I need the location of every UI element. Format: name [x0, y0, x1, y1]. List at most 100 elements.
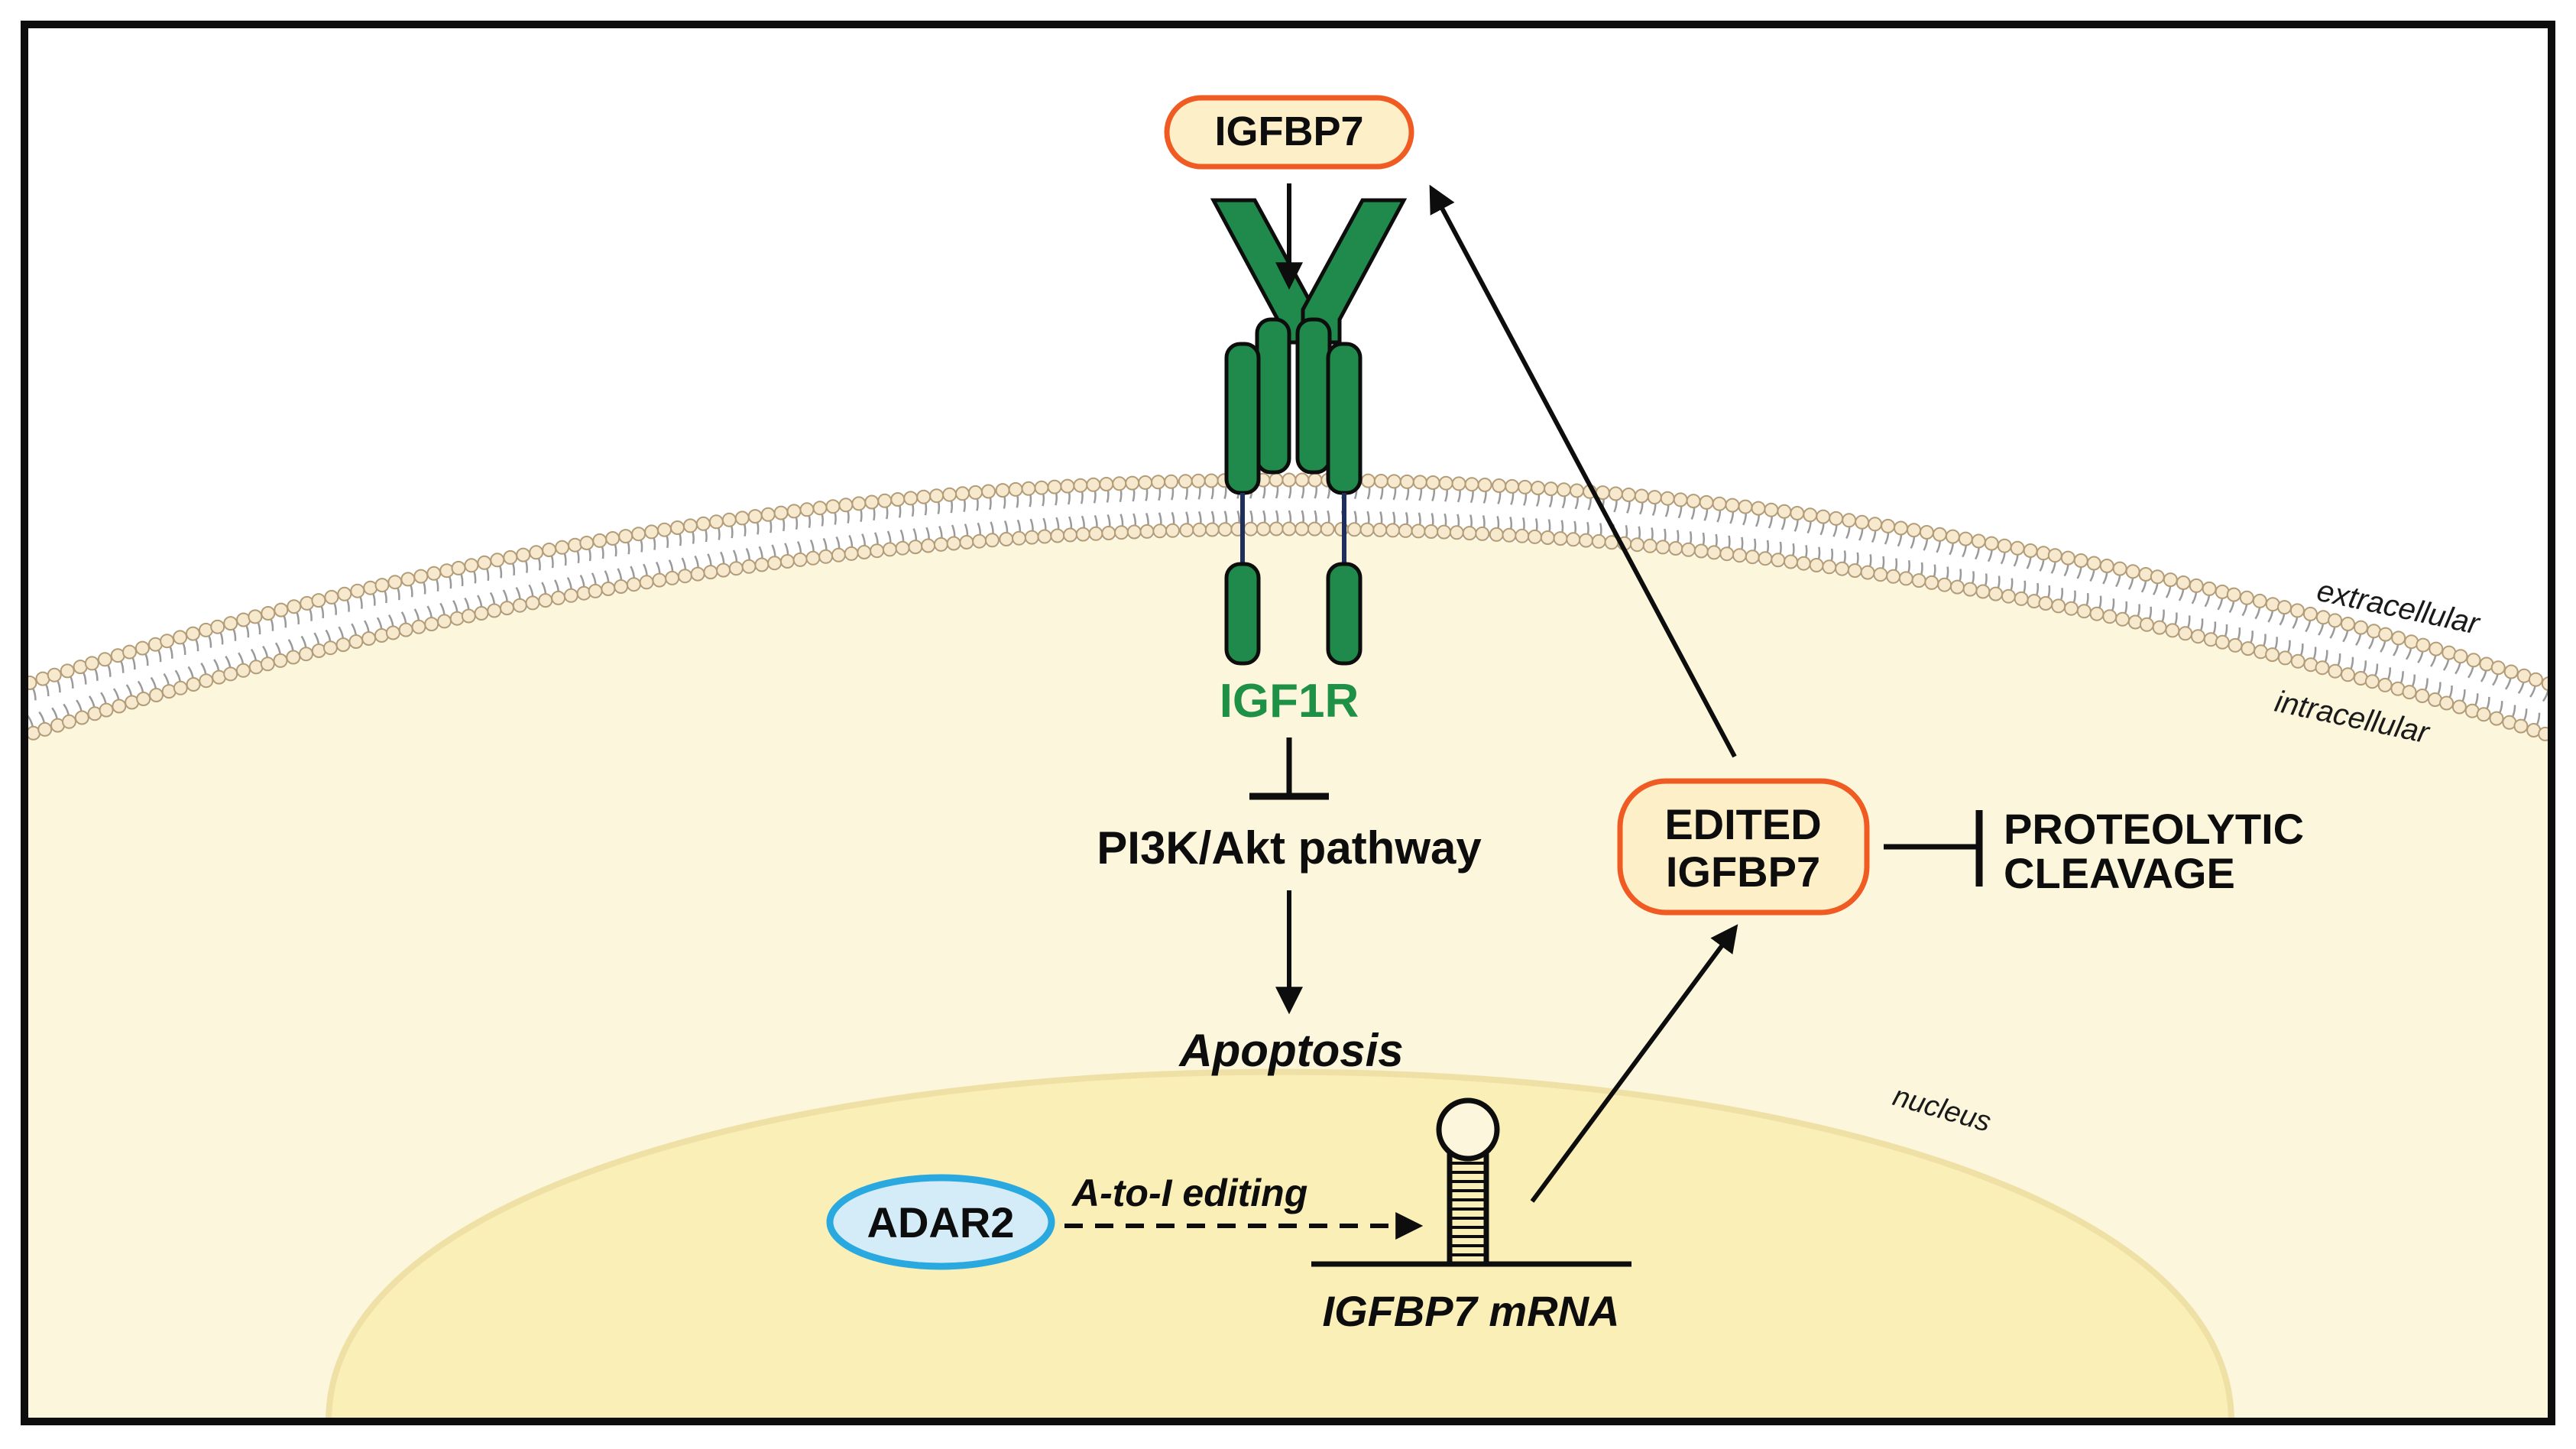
lipid-head: [754, 557, 770, 572]
lipid-head: [579, 536, 595, 550]
lipid-head: [995, 483, 1010, 498]
lipid-head: [2064, 601, 2079, 616]
lipid-head: [1269, 521, 1284, 536]
lipid-head: [779, 554, 795, 569]
lipid-head: [1099, 477, 1114, 491]
lipid-head: [1699, 494, 1714, 510]
receptor-right-inner-stalk: [1295, 317, 1332, 475]
lipid-head: [1191, 473, 1206, 488]
lipid-head: [1412, 475, 1427, 490]
adar2-label: ADAR2: [867, 1198, 1015, 1246]
lipid-head: [1958, 531, 1973, 546]
lipid-head: [235, 663, 251, 678]
lipid-head: [2341, 667, 2355, 682]
lipid-head: [644, 524, 659, 540]
lipid-head: [2265, 597, 2280, 612]
lipid-head: [1975, 584, 1991, 599]
lipid-head: [703, 565, 718, 580]
lipid-head: [1217, 522, 1233, 537]
lipid-head: [387, 575, 403, 590]
lipid-head: [1738, 499, 1753, 514]
lipid-head: [984, 533, 1000, 548]
lipid-head: [2051, 598, 2066, 614]
lipid-head: [1706, 545, 1722, 560]
lipid-head: [805, 550, 821, 566]
lipid-head: [1021, 481, 1036, 496]
lipid-head: [563, 588, 578, 603]
lipid-head: [363, 580, 378, 595]
lipid-head: [1932, 527, 1947, 542]
lipid-head: [525, 595, 540, 611]
lipid-head: [2215, 584, 2230, 599]
lipid-head: [708, 514, 724, 530]
lipid-head: [2139, 617, 2154, 632]
lipid-head: [551, 590, 566, 605]
lipid-head: [2112, 561, 2127, 576]
lipid-head: [1101, 526, 1116, 540]
lipid-head: [1114, 525, 1129, 540]
lipid-head: [2010, 540, 2025, 556]
lipid-head: [767, 556, 783, 571]
lipid-head: [1425, 475, 1440, 490]
lipid-head: [1398, 523, 1413, 538]
lipid-head: [1971, 533, 1986, 549]
igfbp7-box: [1164, 95, 1414, 170]
lipid-head: [1204, 473, 1219, 488]
lipid-head: [2364, 674, 2380, 689]
lipid-head: [2152, 620, 2167, 635]
lipid-head: [601, 582, 616, 596]
lipid-head: [2027, 594, 2042, 609]
lipid-head: [2252, 593, 2267, 608]
lipid-head: [831, 547, 846, 562]
lipid-head: [639, 575, 654, 590]
lipid-head: [1751, 501, 1766, 516]
lipid-head: [1660, 491, 1675, 506]
lipid-head: [449, 611, 465, 626]
lipid-head: [1060, 478, 1075, 494]
lipid-head: [2099, 559, 2114, 573]
lipid-head: [2415, 689, 2430, 703]
lipid-head: [1386, 474, 1401, 489]
lipid-head: [37, 721, 53, 737]
lipid-head: [2429, 641, 2444, 656]
lipid-head: [1988, 586, 2004, 601]
lipid-head: [1745, 549, 1760, 565]
lipid-head: [1719, 546, 1735, 562]
lipid-head: [1544, 481, 1559, 497]
cell-membrane: [24, 472, 2552, 744]
lipid-head: [1553, 531, 1568, 546]
lipid-head: [413, 569, 429, 584]
receptor-left-outer-block: [1224, 342, 1261, 495]
mrna-base-pairs: [1450, 1162, 1486, 1256]
lipid-head: [474, 606, 489, 621]
receptor-right-kinase-block: [1326, 562, 1363, 666]
lipid-head: [652, 572, 667, 588]
lipid-head: [173, 680, 188, 695]
lipid-head: [1681, 542, 1696, 557]
lipid-head: [1898, 571, 1913, 586]
proteolytic-label-line1: PROTEOLYTIC: [2004, 805, 2304, 853]
lipid-head: [1570, 483, 1584, 498]
lipid-head: [1591, 533, 1606, 549]
lipid-head: [1359, 522, 1375, 537]
lipid-head: [1151, 475, 1166, 490]
lipid-head: [2466, 653, 2481, 668]
lipid-head: [2150, 569, 2165, 585]
lipid-head: [2391, 630, 2406, 646]
lipid-head: [1126, 524, 1142, 540]
lipid-head: [1492, 478, 1507, 493]
lipid-head: [1557, 482, 1571, 498]
lipid-head: [1784, 554, 1798, 569]
lipid-head: [1911, 573, 1926, 588]
lipid-head: [1847, 563, 1862, 579]
lipid-head: [134, 640, 150, 656]
lipid-head: [424, 617, 439, 632]
adar2-ellipse: [826, 1174, 1055, 1270]
lipid-head: [741, 559, 757, 574]
lipid-head: [1269, 472, 1284, 488]
lipid-head: [2036, 546, 2051, 561]
lipid-head: [2163, 572, 2178, 588]
lipid-head: [1449, 525, 1464, 540]
lipid-head: [999, 532, 1014, 546]
